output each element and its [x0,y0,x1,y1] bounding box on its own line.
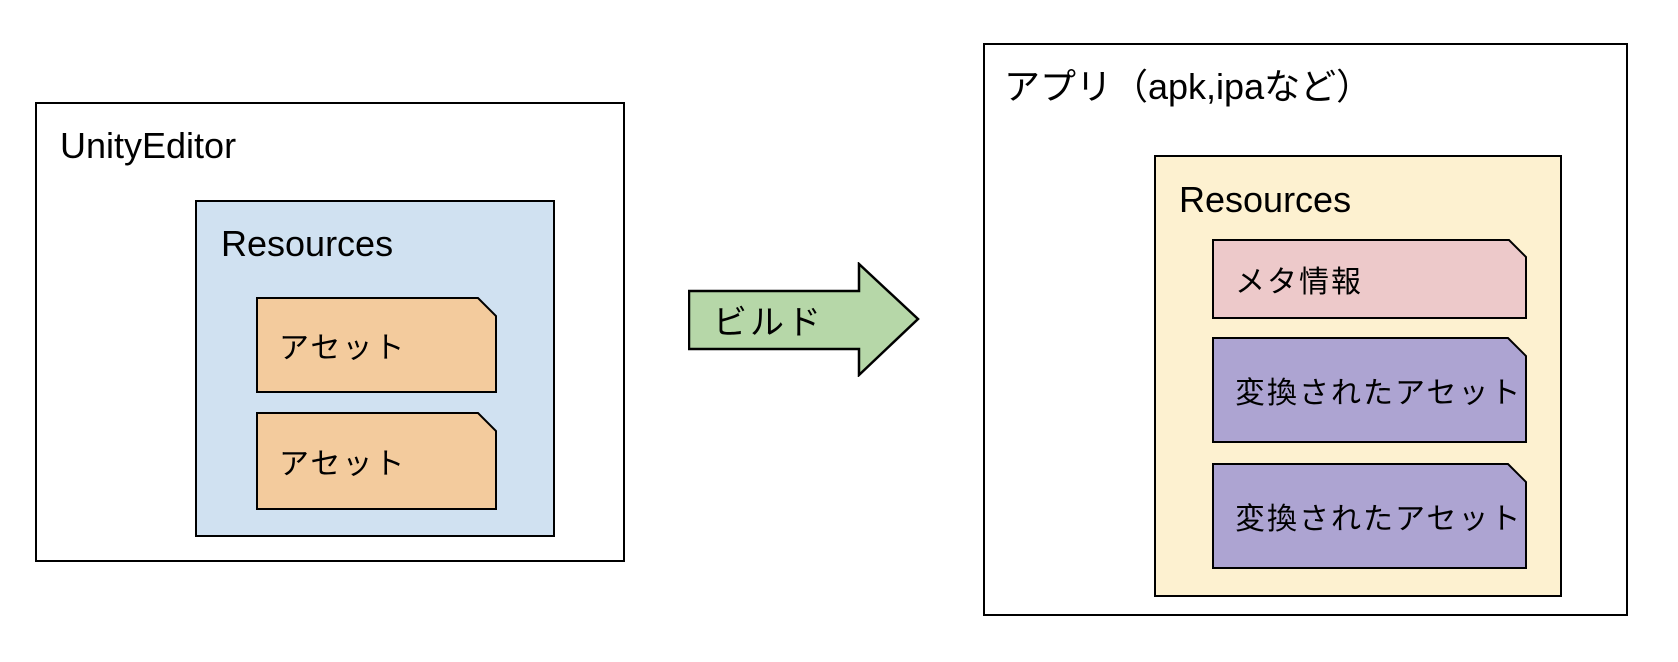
right-arrow-icon [687,261,920,378]
notched-card-shape [1212,239,1527,319]
app-resources-title: Resources [1179,179,1352,220]
editor-resources-box: Resources アセット アセット [195,200,555,537]
build-arrow: ビルド [687,261,922,378]
converted-asset-1-label: 変換されたアセット [1235,377,1523,410]
meta-info-card: メタ情報 [1212,239,1527,319]
unity-editor-box: UnityEditor Resources アセット アセット [35,102,625,562]
converted-asset-card-2: 変換されたアセット [1212,463,1527,569]
app-title: アプリ（apk,ipaなど） [1004,66,1373,107]
notched-card-shape [1212,337,1527,443]
converted-asset-2-label: 変換されたアセット [1235,503,1523,536]
meta-info-label: メタ情報 [1235,266,1363,299]
asset-card-1-label: アセット [279,332,407,365]
notched-card-shape [1212,463,1527,569]
editor-resources-title: Resources [221,223,394,264]
asset-card-2: アセット [256,412,497,510]
unity-editor-title: UnityEditor [60,125,237,166]
build-arrow-label: ビルド [713,303,824,342]
converted-asset-card-1: 変換されたアセット [1212,337,1527,443]
notched-card-shape [256,412,497,510]
notched-card-shape [256,297,497,393]
app-box: アプリ（apk,ipaなど） Resources メタ情報 変換されたアセット [983,43,1628,616]
app-resources-box: Resources メタ情報 変換されたアセット 変換された [1154,155,1562,597]
asset-card-1: アセット [256,297,497,393]
asset-card-2-label: アセット [279,448,407,481]
